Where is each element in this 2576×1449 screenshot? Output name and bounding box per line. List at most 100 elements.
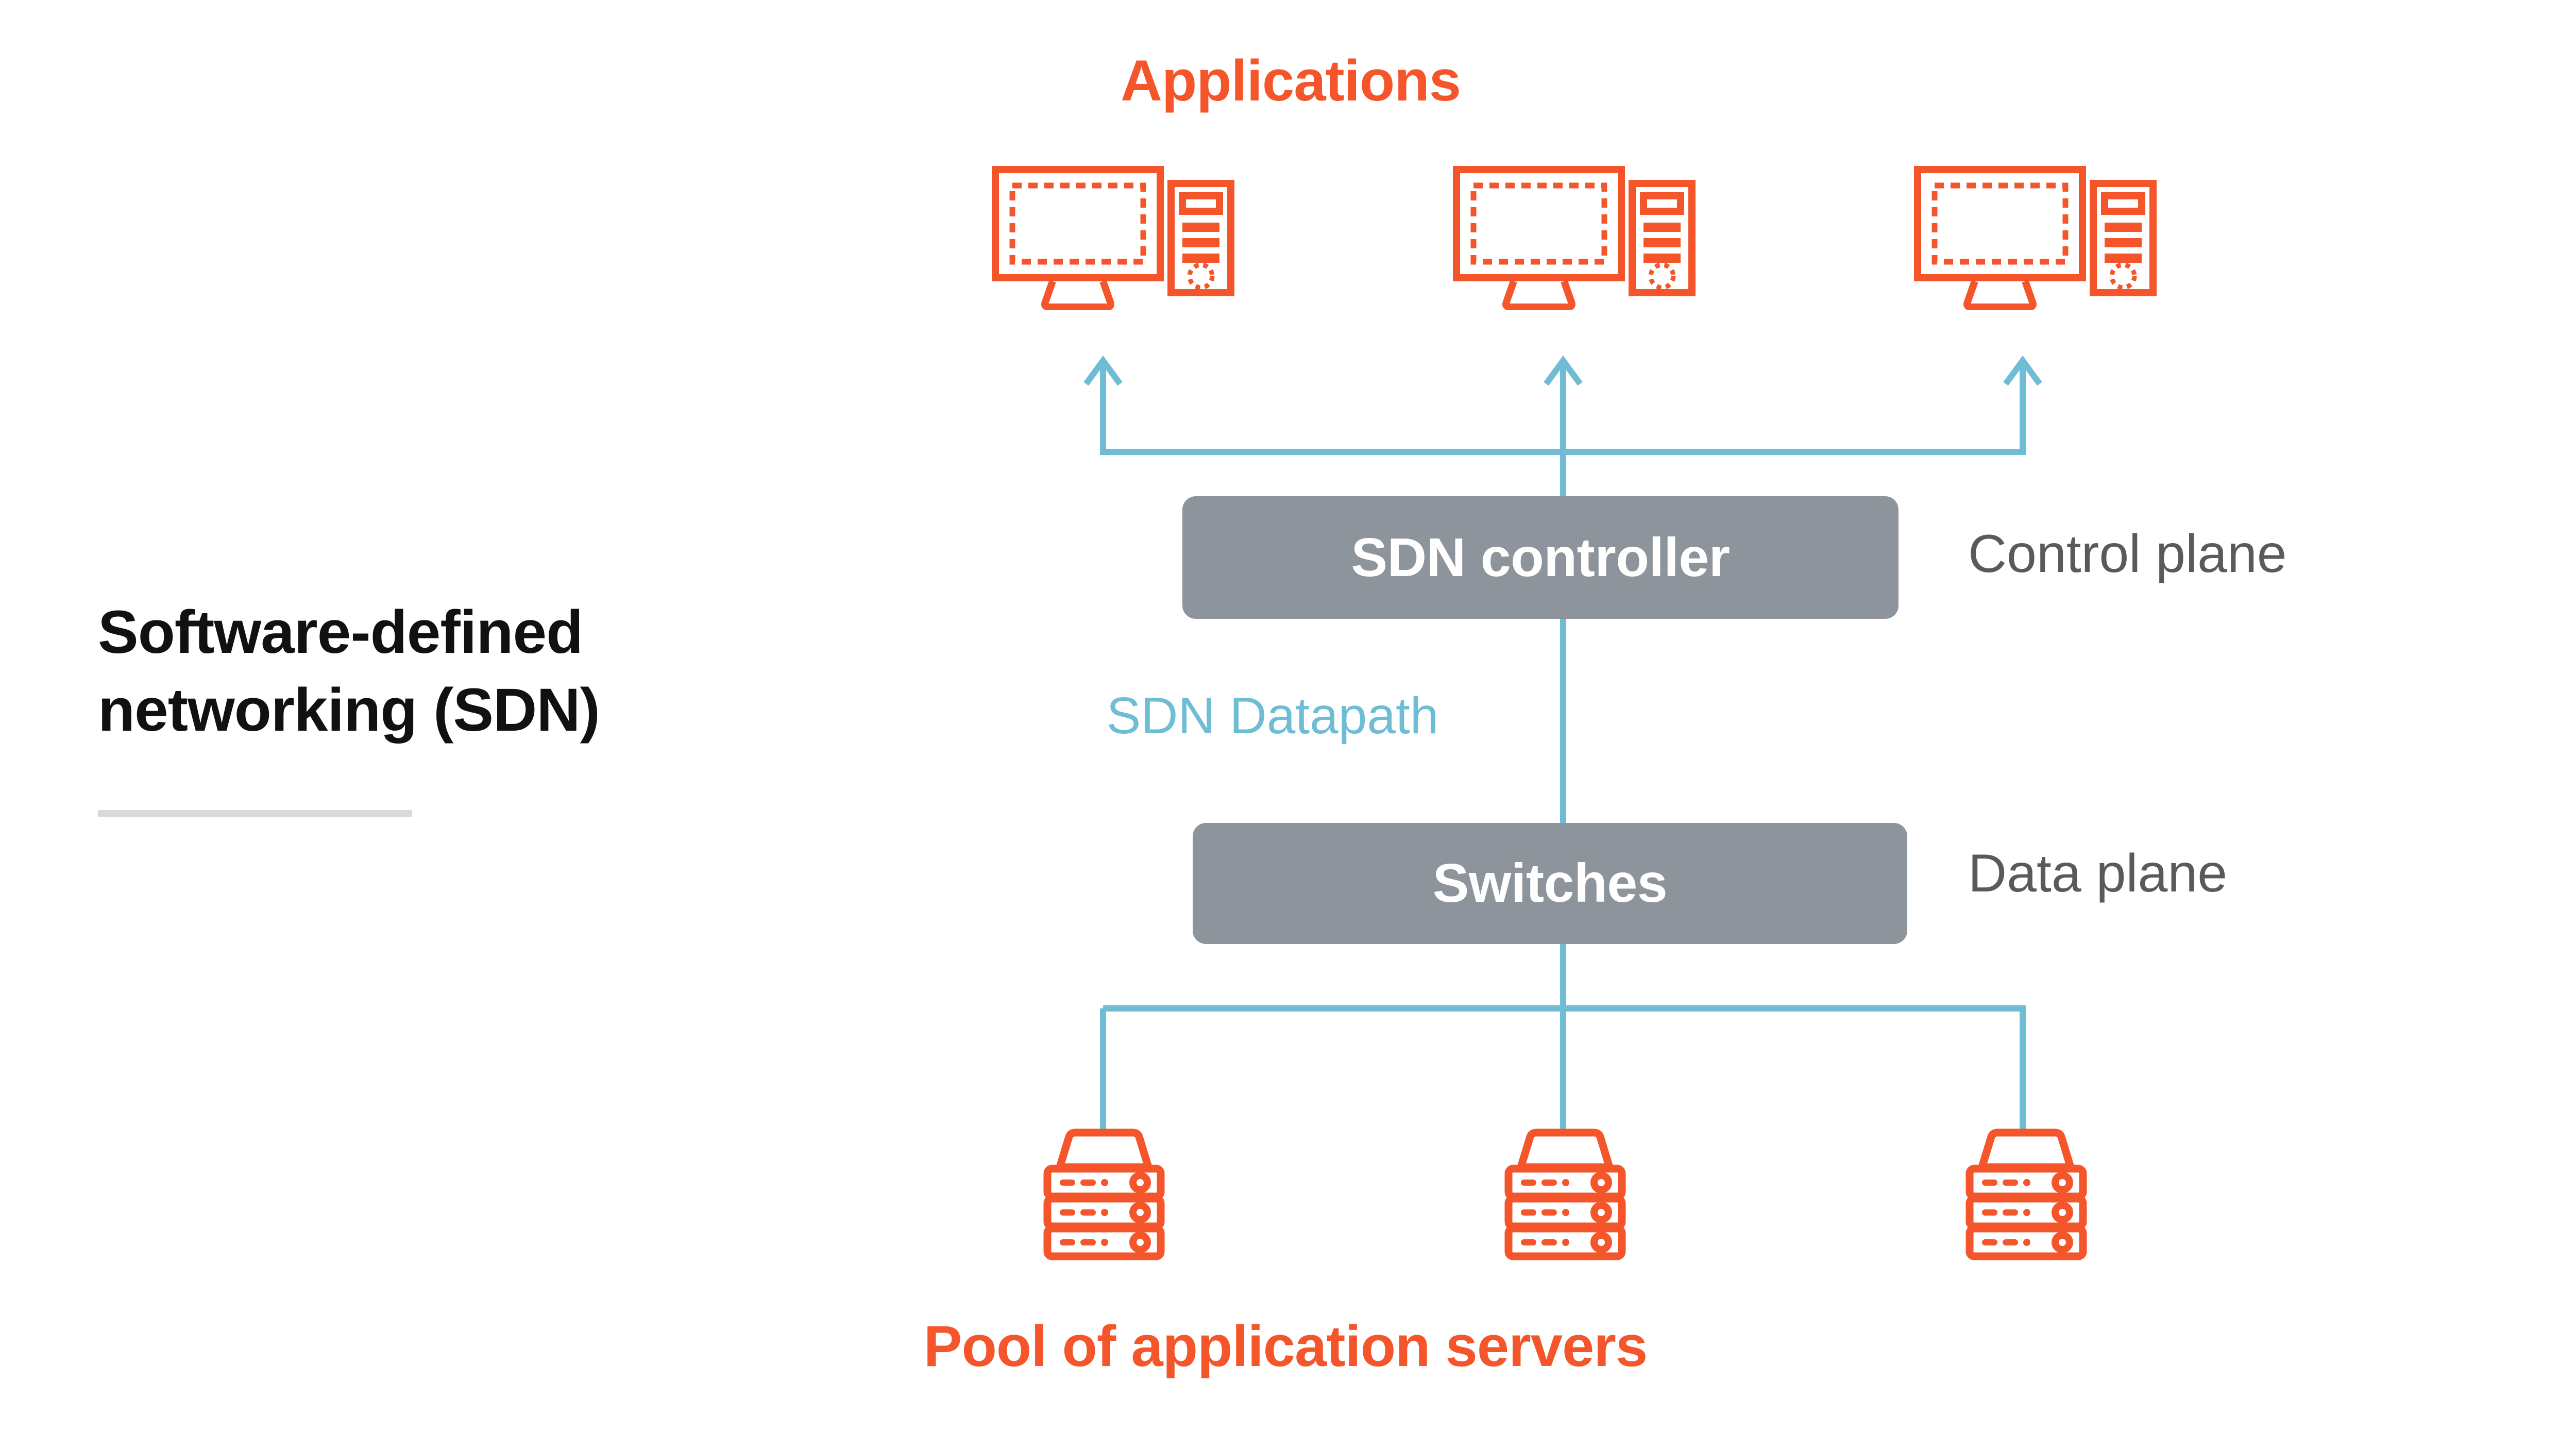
server-top-cover [1056,1128,1153,1171]
server-dot-1 [2023,1179,2030,1186]
tower-bar-3 [1182,254,1219,263]
server-dash-3a [1982,1239,1997,1245]
application-server-3 [1959,1128,2093,1265]
server-dash-2b [1541,1209,1557,1216]
page-title-line-1: Software-defined [98,598,583,666]
application-computer-3 [1914,166,2161,313]
server-dot-3 [2023,1239,2030,1246]
monitor-bezel [1914,166,2086,281]
server-dash-3b [1080,1239,1096,1245]
monitor-stand [1502,280,1575,311]
switches-label: Switches [1432,853,1668,914]
server-ring-1 [1129,1172,1151,1193]
sdn-controller-box[interactable]: SDN controller [1182,496,1899,619]
tower-bar-1 [2105,223,2142,232]
pool-of-servers-heading: Pool of application servers [0,1313,2576,1379]
server-rack-icon [1504,1128,1626,1260]
sdn-datapath-caption: SDN Datapath [0,686,2576,746]
tower-drive-slot [1640,192,1684,215]
control-plane-label: Control plane [1968,524,2287,584]
monitor-screen-dashed [1470,182,1607,265]
server-unit-3 [1965,1224,2087,1260]
title-divider-rule [98,810,412,817]
tower-power-ring [1648,262,1676,290]
server-dash-2b [1080,1209,1096,1216]
sdn-controller-label: SDN controller [1351,527,1730,588]
server-ring-1 [1590,1172,1612,1193]
server-ring-3 [1129,1232,1151,1253]
data-plane-label: Data plane [1968,844,2228,903]
monitor-stand [1041,280,1114,311]
applications-heading: Applications [0,47,2576,114]
server-unit-3 [1043,1224,1165,1260]
tower-bar-2 [1182,238,1219,247]
server-dot-2 [2023,1209,2030,1216]
tower-power-ring [2109,262,2137,290]
tower-case [2090,180,2157,296]
desktop-computer-icon [992,166,1234,311]
server-rack-icon [1965,1128,2087,1260]
server-dash-2a [1982,1209,1997,1216]
application-computer-2 [1453,166,1700,313]
server-ring-3 [2052,1232,2073,1253]
server-dash-1a [1521,1180,1536,1186]
desktop-computer-icon [1914,166,2157,311]
page-title-line-2: networking (SDN) [98,676,600,745]
server-dot-1 [1562,1179,1569,1186]
switches-box[interactable]: Switches [1193,823,1907,944]
monitor-screen-dashed [1931,182,2069,265]
tower-case [1629,180,1696,296]
arrow-head-left [1083,355,1123,386]
server-dot-3 [1562,1239,1569,1246]
tower-bar-3 [1643,254,1681,263]
tower-bar-3 [2105,254,2142,263]
tower-power-ring [1187,262,1215,290]
desktop-computer-icon [1453,166,1696,311]
server-ring-2 [1129,1202,1151,1223]
application-server-2 [1498,1128,1632,1265]
server-unit-3 [1504,1224,1626,1260]
applications-heading-text: Applications [1120,48,1461,113]
arrow-head-right [2003,355,2042,386]
server-dash-3b [1541,1239,1557,1245]
server-dot-2 [1562,1209,1569,1216]
server-dot-2 [1101,1209,1108,1216]
server-dash-1a [1982,1180,1997,1186]
tower-bar-2 [2105,238,2142,247]
arrow-head-center [1544,355,1583,386]
server-ring-2 [1590,1202,1612,1223]
server-dash-3a [1521,1239,1536,1245]
monitor-bezel [992,166,1164,281]
server-dot-1 [1101,1179,1108,1186]
server-ring-3 [1590,1232,1612,1253]
server-dash-1b [1080,1180,1096,1186]
server-top-cover [1978,1128,2075,1171]
monitor-stand [1963,280,2037,311]
application-computer-1 [992,166,1239,313]
server-dash-3b [2003,1239,2018,1245]
monitor-screen-dashed [1009,182,1146,265]
server-rack-icon [1043,1128,1165,1260]
server-ring-1 [2052,1172,2073,1193]
pool-of-servers-heading-text: Pool of application servers [923,1314,1648,1378]
tower-drive-slot [2101,192,2145,215]
server-top-cover [1517,1128,1614,1171]
application-server-1 [1037,1128,1171,1265]
server-dash-1a [1060,1180,1075,1186]
monitor-bezel [1453,166,1625,281]
tower-case [1167,180,1234,296]
server-dash-2a [1521,1209,1536,1216]
tower-bar-1 [1182,223,1219,232]
tower-drive-slot [1179,192,1223,215]
sdn-datapath-label: SDN Datapath [1099,687,1446,745]
page-title: Software-defined networking (SDN) [98,594,871,749]
tower-bar-1 [1643,223,1681,232]
server-dot-3 [1101,1239,1108,1246]
server-dash-2a [1060,1209,1075,1216]
server-dash-1b [2003,1180,2018,1186]
server-dash-3a [1060,1239,1075,1245]
server-dash-2b [2003,1209,2018,1216]
server-dash-1b [1541,1180,1557,1186]
server-ring-2 [2052,1202,2073,1223]
